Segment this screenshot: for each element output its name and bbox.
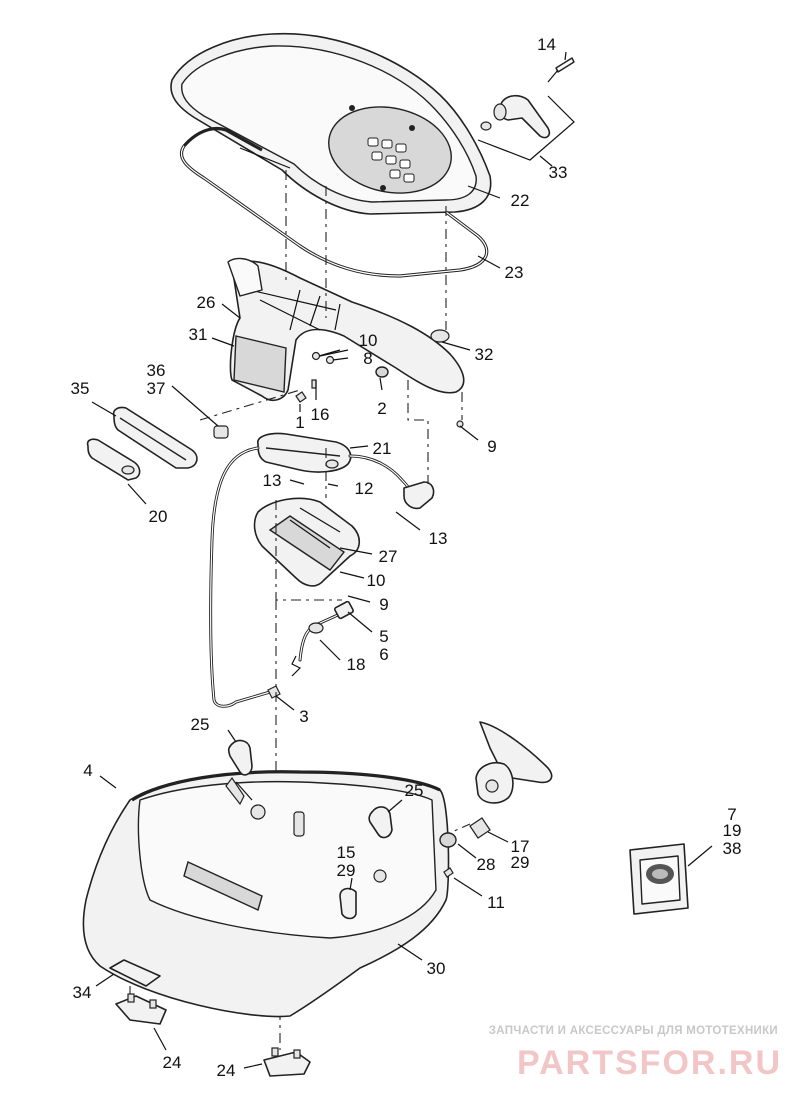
latch-15-29: [339, 887, 357, 920]
callout-22: 22: [511, 191, 530, 210]
clip-25-left: [227, 739, 253, 776]
foot-24-lower: [263, 1047, 311, 1077]
watermark-brand: PARTSFOR.RU: [517, 1044, 782, 1082]
kit-package-7-19-38: [629, 843, 689, 915]
foot-pad-34: [109, 959, 161, 987]
callout-20: 20: [149, 507, 168, 526]
callout-31: 31: [189, 325, 208, 344]
connector-5-6: [267, 600, 354, 699]
foot-24-upper: [115, 993, 167, 1025]
callout-32: 32: [475, 345, 494, 364]
callout-7: 7: [727, 805, 736, 824]
callout-5: 5: [379, 627, 388, 646]
callout-9-lower: 9: [379, 595, 388, 614]
trim-bezel-20: [86, 438, 141, 481]
saddlebag-lower-30: [82, 770, 450, 1018]
callout-21: 21: [373, 439, 392, 458]
callout-17: 17: [511, 837, 530, 856]
callout-16: 16: [311, 405, 330, 424]
callout-11: 11: [487, 893, 505, 912]
callout-3: 3: [299, 707, 308, 726]
callout-26: 26: [197, 293, 216, 312]
screw-11: [443, 867, 454, 878]
callout-38: 38: [723, 839, 742, 858]
callout-25-right: 25: [405, 781, 424, 800]
callout-23: 23: [505, 263, 524, 282]
wire-harness: [209, 446, 272, 708]
callout-25-left: 25: [191, 715, 210, 734]
mount-bracket: [475, 721, 553, 804]
callout-29-right: 29: [511, 853, 530, 872]
callout-13-right: 13: [429, 529, 448, 548]
callout-30: 30: [427, 959, 446, 978]
nut-17-29: [469, 817, 491, 839]
grommet-36-37: [213, 425, 229, 439]
callout-13-left: 13: [263, 471, 282, 490]
callout-15: 15: [337, 843, 356, 862]
callout-2: 2: [377, 399, 386, 418]
lamp-housing-21: [257, 432, 435, 510]
leader-lines: [91, 51, 713, 1069]
watermark: ЗАПЧАСТИ И АКСЕССУАРЫ ДЛЯ МОТОТЕХНИКИ PA…: [489, 1025, 782, 1082]
clip-25-right: [368, 806, 393, 839]
callout-9-upper: 9: [487, 437, 496, 456]
fasteners-upper: [295, 329, 464, 428]
callout-24-left: 24: [163, 1053, 182, 1072]
callout-10-upper: 10: [359, 331, 378, 350]
lid-gasket-23: [179, 126, 489, 278]
callout-1: 1: [295, 413, 304, 432]
callout-19: 19: [723, 821, 742, 840]
callout-10-lower: 10: [367, 571, 386, 590]
callout-35: 35: [71, 379, 90, 398]
callout-8: 8: [363, 349, 372, 368]
lamp-lens-27: [253, 497, 361, 587]
grommet-28: [439, 832, 457, 848]
hinge-bracket-26: [227, 257, 465, 402]
callout-18: 18: [347, 655, 366, 674]
callout-33: 33: [549, 163, 568, 182]
trim-strip-35: [112, 406, 198, 469]
callout-34: 34: [73, 983, 92, 1002]
callout-29-left: 29: [337, 861, 356, 880]
callout-24-bottom: 24: [217, 1061, 236, 1080]
callout-4: 4: [83, 761, 92, 780]
callout-36: 36: [147, 361, 166, 380]
callout-labels: 14 33 22 23 26 31 10 8 32 36 37 35 1 16 …: [71, 35, 742, 1080]
callout-14: 14: [537, 35, 556, 54]
watermark-tagline: ЗАПЧАСТИ И АКСЕССУАРЫ ДЛЯ МОТОТЕХНИКИ: [489, 1025, 778, 1037]
callout-12: 12: [355, 479, 374, 498]
callout-37: 37: [147, 379, 166, 398]
saddlebag-lid-22: [170, 32, 492, 215]
callout-27: 27: [379, 547, 398, 566]
callout-28: 28: [477, 855, 496, 874]
callout-6: 6: [379, 645, 388, 664]
latch-assembly-33: [477, 57, 575, 161]
